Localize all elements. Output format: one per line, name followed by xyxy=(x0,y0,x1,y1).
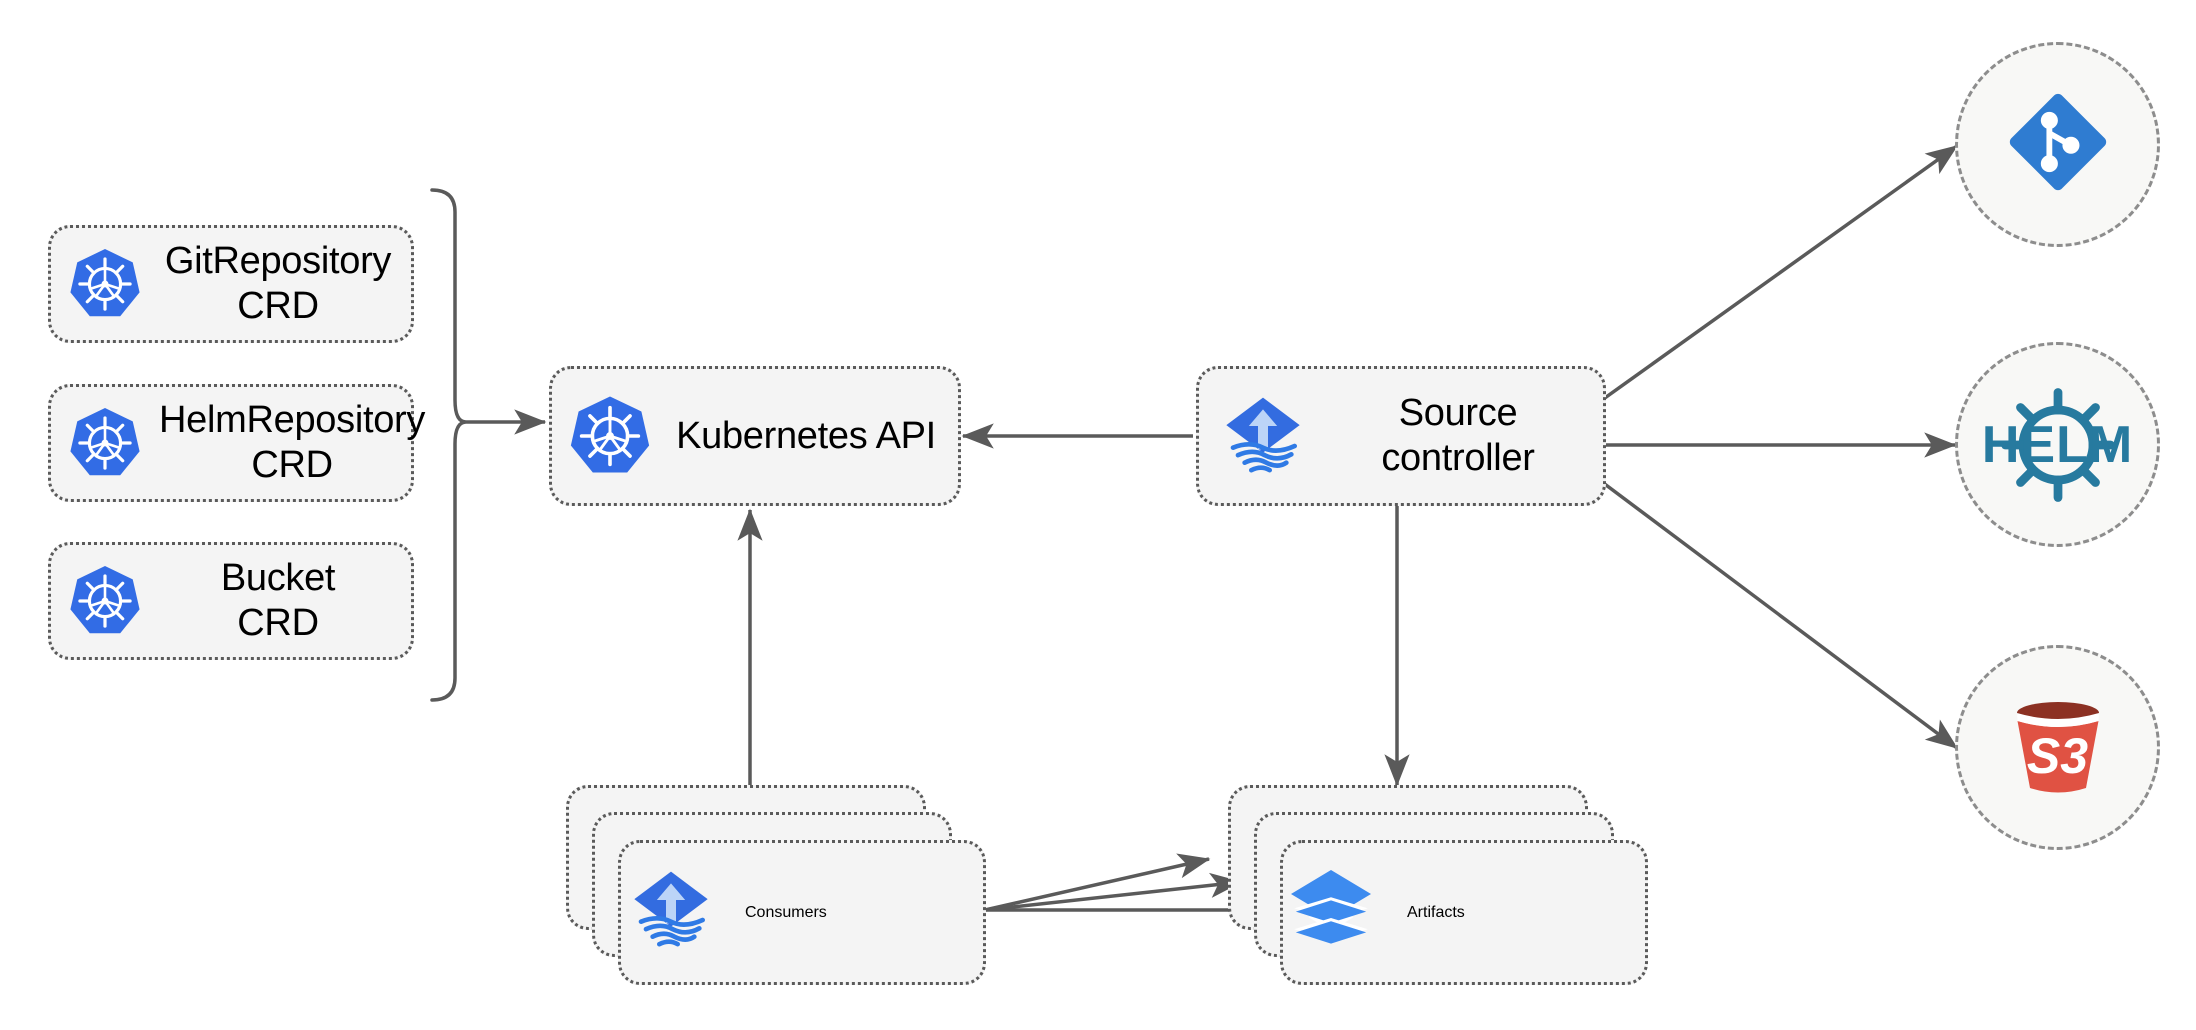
source-s3-circle[interactable]: S3 xyxy=(1955,645,2160,850)
node-consumers[interactable]: Consumers xyxy=(566,785,986,985)
layers-icon xyxy=(1283,862,1407,963)
s3-icon: S3 xyxy=(1998,688,2118,808)
kubernetes-icon xyxy=(51,405,159,481)
consumers-card-front[interactable]: Consumers xyxy=(618,840,986,985)
edge-source-controller-to-s3 xyxy=(1600,480,1959,750)
node-label: Source controller xyxy=(1381,392,1535,479)
node-bucket-crd[interactable]: Bucket CRD xyxy=(48,542,414,660)
edge-consumers-to-artifacts-1 xyxy=(984,853,1211,912)
flux-icon xyxy=(1199,386,1327,486)
git-icon xyxy=(2004,88,2112,201)
node-label: GitRepository CRD xyxy=(164,240,392,327)
kubernetes-icon xyxy=(552,393,668,479)
helm-icon: HELM xyxy=(1981,370,2134,520)
node-label: Bucket CRD xyxy=(220,557,336,644)
flux-icon xyxy=(621,860,745,965)
source-helm-circle[interactable]: HELM xyxy=(1955,342,2160,547)
node-label: Artifacts xyxy=(1407,903,1465,921)
s3-label: S3 xyxy=(2026,727,2089,784)
node-label: Consumers xyxy=(745,903,827,921)
node-source-controller[interactable]: Source controller xyxy=(1196,366,1606,506)
node-kubernetes-api[interactable]: Kubernetes API xyxy=(549,366,961,506)
edge-consumers-to-artifacts-2 xyxy=(984,872,1243,912)
node-gitrepository-crd[interactable]: GitRepository CRD xyxy=(48,225,414,343)
edge-source-controller-to-git xyxy=(1600,144,1959,402)
node-label: HelmRepository CRD xyxy=(159,399,426,486)
node-label: Kubernetes API xyxy=(676,414,936,457)
artifacts-card-front[interactable]: Artifacts xyxy=(1280,840,1648,985)
node-artifacts[interactable]: Artifacts xyxy=(1228,785,1648,985)
kubernetes-icon xyxy=(51,563,159,639)
node-helmrepository-crd[interactable]: HelmRepository CRD xyxy=(48,384,425,502)
helm-label: HELM xyxy=(1981,415,2134,474)
source-git-circle[interactable] xyxy=(1955,42,2160,247)
kubernetes-icon xyxy=(51,246,159,322)
